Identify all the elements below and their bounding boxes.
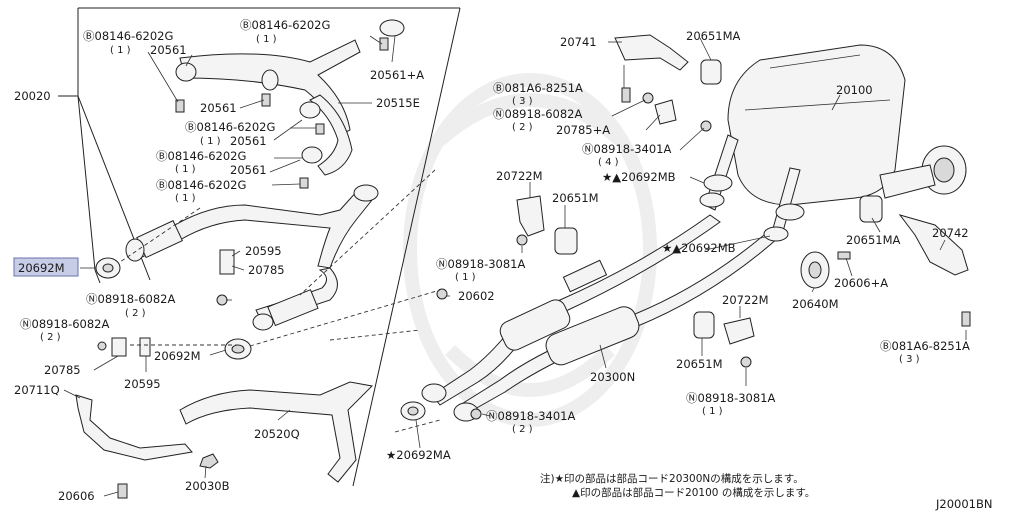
label-qty: ( 2 )	[40, 332, 61, 343]
label-20640M: 20640M	[792, 297, 839, 311]
highlighted-part-marker[interactable]	[13, 257, 79, 277]
heat-shield-20520Q[interactable]	[179, 381, 374, 483]
label-20722M: 20722M	[496, 169, 543, 183]
label-qty: ( 4 )	[598, 157, 619, 168]
label-08146-mid: Ⓑ08146-6202G	[185, 120, 275, 134]
bracket-20785-plus-a[interactable]	[654, 99, 677, 125]
y-pipe-20515E[interactable]	[179, 39, 361, 176]
label-qty: ( 1 )	[455, 272, 476, 283]
label-qty: ( 1 )	[110, 45, 131, 56]
label-qty: ( 1 )	[175, 164, 196, 175]
label-08918-6082A: Ⓝ08918-6082A	[493, 107, 582, 121]
mount-20651MA[interactable]	[700, 59, 883, 223]
bracket-20722M[interactable]	[516, 195, 755, 345]
label-08918-6082A: Ⓝ08918-6082A	[20, 317, 109, 331]
label-20100: 20100	[836, 83, 873, 97]
bracket-20595[interactable]	[111, 249, 235, 357]
nut-20030B[interactable]	[199, 453, 219, 469]
label-20651M: 20651M	[552, 191, 599, 205]
label-08918-6082A: Ⓝ08918-6082A	[86, 292, 175, 306]
label-qty: ( 1 )	[702, 406, 723, 417]
clamp-20561[interactable]	[175, 19, 405, 164]
label-20595: 20595	[245, 244, 282, 258]
label-08918-3401A: Ⓝ08918-3401A	[582, 142, 671, 156]
muffler-20100[interactable]	[704, 44, 967, 236]
gasket-20692MB[interactable]	[699, 174, 805, 242]
label-20561-plus-a: 20561+A	[370, 68, 424, 82]
front-tube-assembly-frame	[58, 7, 461, 487]
assembly-center-lines	[119, 169, 441, 433]
diagram-code: J20001BN	[935, 497, 992, 511]
label-20561: 20561	[230, 134, 267, 148]
label-20722M: 20722M	[722, 293, 769, 307]
label-20561: 20561	[150, 43, 187, 57]
label-20692M: 20692M	[154, 349, 201, 363]
label-qty: ( 3 )	[899, 354, 920, 365]
label-qty: ( 3 )	[512, 96, 533, 107]
watermark-emblem	[403, 73, 657, 427]
label-20711Q: 20711Q	[14, 383, 60, 397]
bracket-20742[interactable]	[898, 214, 969, 276]
label-20606-plus-a: 20606+A	[834, 276, 888, 290]
nut-08918-6082A[interactable]	[97, 288, 448, 351]
label-20741: 20741	[560, 35, 597, 49]
label-20785: 20785	[44, 363, 81, 377]
label-08146-low: Ⓑ08146-6202G	[156, 149, 246, 163]
label-20651M: 20651M	[676, 357, 723, 371]
mount-20640M[interactable]	[800, 251, 830, 289]
label-20651MA: 20651MA	[686, 29, 741, 43]
label-20020: 20020	[14, 89, 51, 103]
part-labels: Ⓑ08146-6202G ( 1 ) 20561 20020 Ⓑ08146-62…	[13, 18, 992, 511]
gasket-20692MA[interactable]	[400, 401, 426, 421]
label-20561: 20561	[200, 101, 237, 115]
label-20651MA: 20651MA	[846, 233, 901, 247]
bolt-20606[interactable]	[117, 483, 128, 499]
label-08146-top-left: Ⓑ08146-6202G	[83, 29, 173, 43]
label-qty: ( 2 )	[512, 122, 533, 133]
label-20785: 20785	[248, 263, 285, 277]
label-qty: ( 1 )	[175, 193, 196, 204]
label-qty: ( 2 )	[512, 424, 533, 435]
bracket-20741[interactable]	[614, 34, 689, 71]
label-08918-3081A: Ⓝ08918-3081A	[686, 391, 775, 405]
label-08146-top-mid: Ⓑ08146-6202G	[240, 18, 330, 32]
label-08918-3081A: Ⓝ08918-3081A	[436, 257, 525, 271]
label-08918-3401A: Ⓝ08918-3401A	[486, 409, 575, 423]
label-20692MB: ★▲20692MB	[662, 241, 736, 255]
label-qty: ( 1 )	[200, 136, 221, 147]
label-20515E: 20515E	[376, 96, 420, 110]
label-20520Q: 20520Q	[254, 427, 300, 441]
label-20785-plus-a: 20785+A	[556, 123, 610, 137]
label-20692MA: ★20692MA	[386, 448, 451, 462]
label-20742: 20742	[932, 226, 969, 240]
label-20692MB: ★▲20692MB	[602, 170, 676, 184]
label-20300N: 20300N	[590, 370, 635, 384]
bolt-08146-6202G[interactable]	[175, 37, 389, 189]
label-08146-lowest: Ⓑ08146-6202G	[156, 178, 246, 192]
label-20602: 20602	[458, 289, 495, 303]
label-081A6-8251A: Ⓑ081A6-8251A	[493, 81, 583, 95]
gasket-20692M[interactable]	[95, 257, 252, 360]
label-qty: ( 2 )	[125, 308, 146, 319]
front-catalyst-tube-lower[interactable]	[252, 267, 338, 331]
legend-note-triangle: ▲印の部品は部品コード20100 の構成を示します。	[572, 486, 815, 499]
label-20595: 20595	[124, 377, 161, 391]
label-qty: ( 1 )	[256, 34, 277, 45]
label-081A6-8251A: Ⓑ081A6-8251A	[880, 339, 970, 353]
label-20606: 20606	[58, 489, 95, 503]
bracket-20711Q[interactable]	[75, 394, 193, 461]
label-20030B: 20030B	[185, 479, 230, 493]
front-catalyst-tube-upper[interactable]	[125, 184, 379, 269]
legend-note-star: 注)★印の部品は部品コード20300Nの構成を示します。	[540, 472, 804, 485]
label-20561: 20561	[230, 163, 267, 177]
label-20692M-highlighted[interactable]: 20692M	[18, 261, 65, 275]
leader-lines	[63, 35, 967, 497]
fasteners-right[interactable]	[470, 87, 971, 420]
mount-20651M[interactable]	[554, 227, 715, 339]
